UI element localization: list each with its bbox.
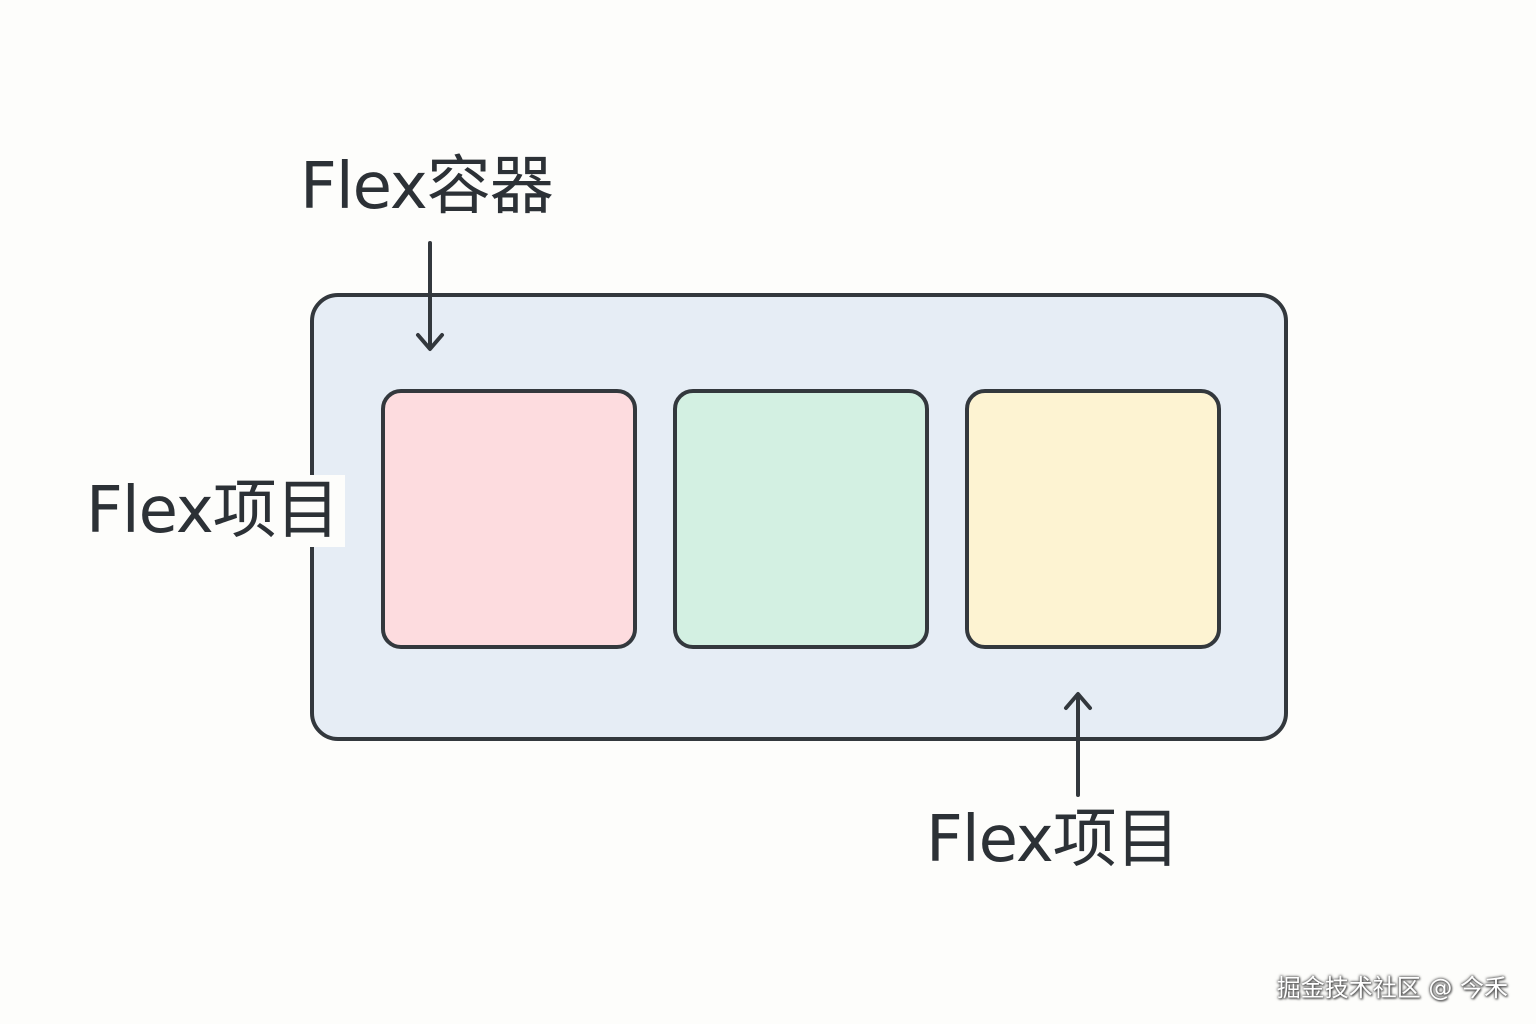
watermark: 掘金技术社区 @ 今禾 [1276, 974, 1508, 1002]
flex-item-label-left: Flex项目 [86, 475, 345, 547]
flex-item-3 [965, 389, 1221, 649]
flex-item-label-bottom: Flex项目 [926, 803, 1180, 877]
flex-item-2 [673, 389, 929, 649]
flex-container-label: Flex容器 [300, 150, 554, 224]
flex-item-1 [381, 389, 637, 649]
